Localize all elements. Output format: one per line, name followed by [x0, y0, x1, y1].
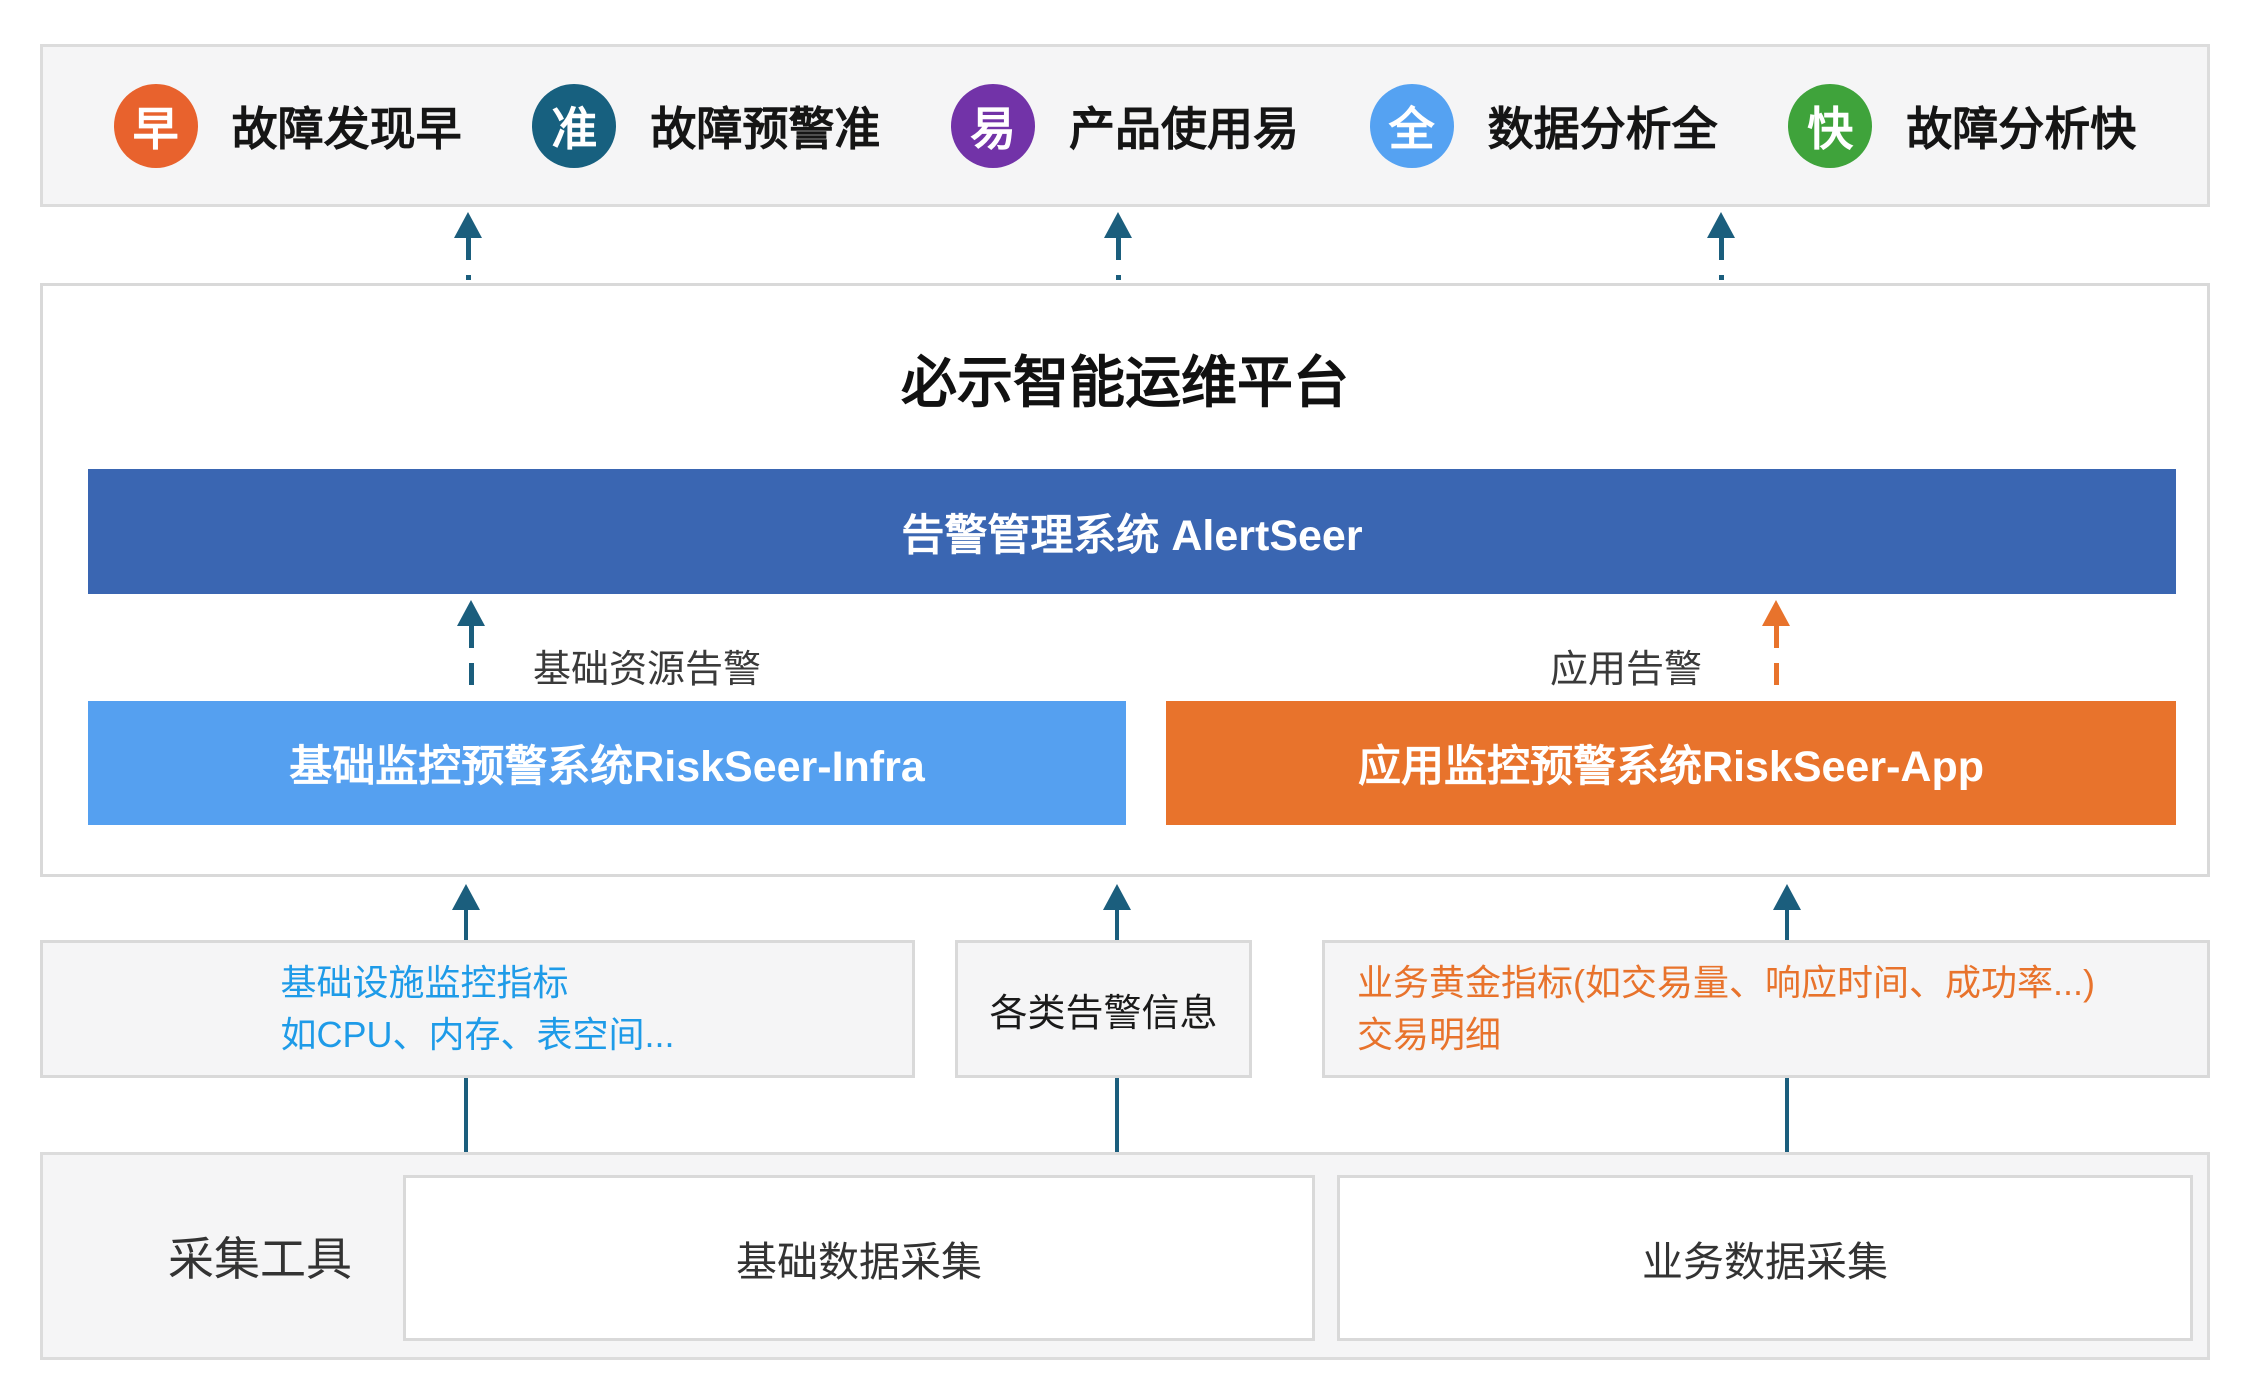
feature-item-easy: 易 产品使用易	[950, 83, 1299, 168]
riskseer-infra-bar: 基础监控预警系统RiskSeer-Infra	[88, 701, 1126, 825]
collection-section-label: 采集工具	[168, 1233, 352, 1285]
connector-line	[1115, 1078, 1119, 1152]
connector-line	[1785, 1078, 1789, 1152]
infra-metrics-line2: 如CPU、内存、表空间...	[280, 1014, 675, 1055]
riskseer-infra-bar-label: 基础监控预警系统RiskSeer-Infra	[289, 743, 925, 791]
alertseer-bar: 告警管理系统 AlertSeer	[88, 469, 2176, 594]
early-badge-icon: 早	[113, 83, 198, 168]
riskseer-app-bar-label: 应用监控预警系统RiskSeer-App	[1358, 743, 1984, 791]
dashed-up-arrow-icon	[454, 212, 482, 280]
infra-metrics-line1: 基础设施监控指标	[280, 962, 569, 1003]
feature-label: 故障预警准	[650, 102, 881, 155]
feature-label: 故障分析快	[1906, 102, 2137, 155]
alert-info-label: 各类告警信息	[989, 992, 1218, 1035]
alert-info-box: 各类告警信息	[955, 940, 1252, 1078]
feature-label: 数据分析全	[1487, 102, 1718, 155]
infra-collection-box: 基础数据采集	[403, 1175, 1315, 1341]
easy-badge-icon: 易	[950, 83, 1035, 168]
infra-metrics-box: 基础设施监控指标 如CPU、内存、表空间...	[40, 940, 915, 1078]
dashed-up-arrow-icon	[1707, 212, 1735, 280]
infra-alert-dashed-arrow-icon	[457, 600, 485, 693]
feature-item-early: 早 故障发现早	[113, 83, 462, 168]
features-bar: 早 故障发现早 准 故障预警准 易 产品使用易 全 数据分析全 快 故障分析快	[40, 44, 2210, 207]
feature-item-fast: 快 故障分析快	[1788, 83, 2137, 168]
business-metrics-line2: 交易明细	[1357, 1014, 1502, 1055]
feature-label: 产品使用易	[1068, 102, 1299, 155]
fast-badge-icon: 快	[1788, 83, 1873, 168]
business-metrics-line1: 业务黄金指标(如交易量、响应时间、成功率...)	[1357, 962, 2095, 1003]
accurate-badge-icon: 准	[532, 83, 617, 168]
business-collection-box: 业务数据采集	[1337, 1175, 2193, 1341]
up-arrow-icon	[1103, 884, 1131, 942]
feature-item-accurate: 准 故障预警准	[532, 83, 881, 168]
up-arrow-icon	[452, 884, 480, 942]
app-alert-flow-label: 应用告警	[1550, 649, 1703, 691]
app-alert-dashed-arrow-icon	[1762, 600, 1790, 693]
business-metrics-text: 业务黄金指标(如交易量、响应时间、成功率...) 交易明细	[1357, 957, 2095, 1061]
dashed-up-arrow-icon	[1104, 212, 1132, 280]
platform-panel: 必示智能运维平台 告警管理系统 AlertSeer 基础资源告警 应用告警 基础…	[40, 283, 2210, 877]
feature-item-complete: 全 数据分析全	[1369, 83, 1718, 168]
business-metrics-box: 业务黄金指标(如交易量、响应时间、成功率...) 交易明细	[1322, 940, 2210, 1078]
feature-label: 故障发现早	[231, 102, 462, 155]
up-arrow-icon	[1773, 884, 1801, 942]
alertseer-bar-label: 告警管理系统 AlertSeer	[901, 511, 1363, 560]
infra-metrics-text: 基础设施监控指标 如CPU、内存、表空间...	[280, 957, 674, 1061]
infra-alert-flow-label: 基础资源告警	[533, 649, 762, 691]
platform-title: 必示智能运维平台	[901, 351, 1349, 414]
connector-line	[464, 1078, 468, 1152]
riskseer-app-bar: 应用监控预警系统RiskSeer-App	[1166, 701, 2176, 825]
collection-panel: 采集工具 基础数据采集 业务数据采集	[40, 1152, 2210, 1360]
complete-badge-icon: 全	[1369, 83, 1454, 168]
